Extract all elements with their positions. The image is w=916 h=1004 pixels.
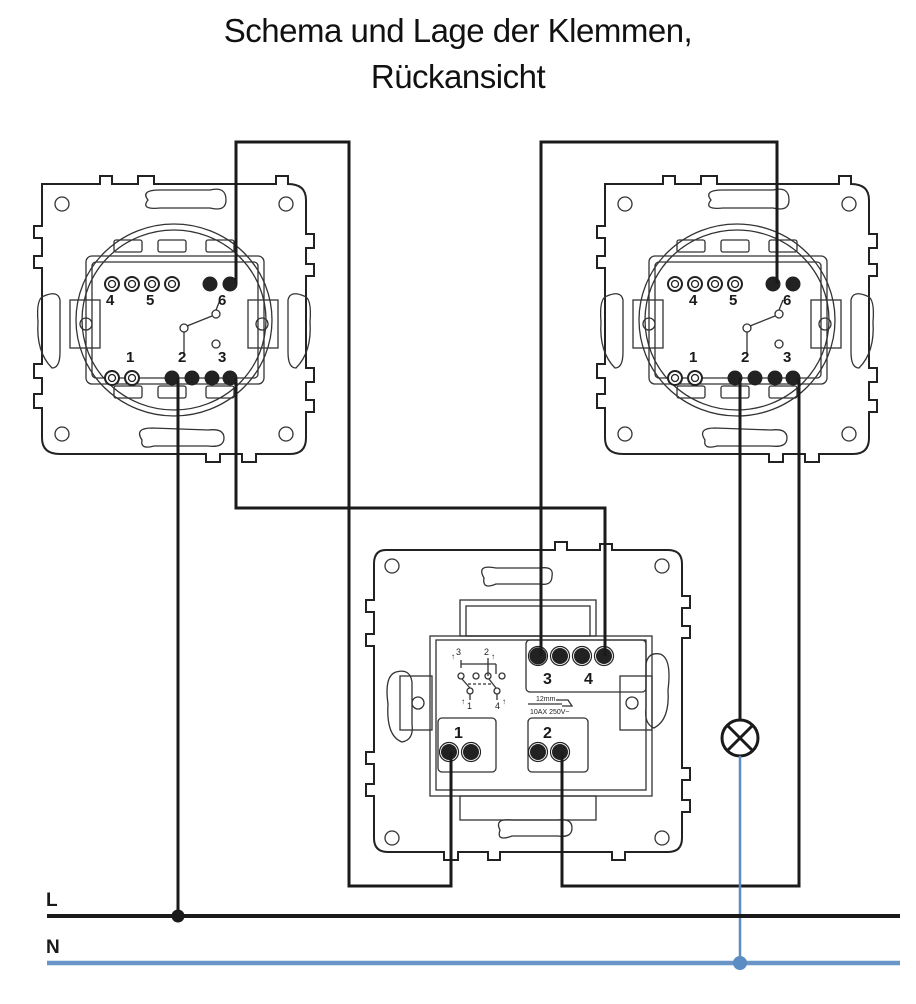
right-two-way-switch: 4 5 6 1 2 3 <box>596 175 878 463</box>
terminal-label-3: 3 <box>218 349 226 366</box>
terminal-label-5: 5 <box>729 292 737 309</box>
diagram-title-line-1: Schema und Lage der Klemmen, <box>223 12 693 49</box>
terminal-label-2: 2 <box>741 349 749 366</box>
lamp-symbol <box>720 718 760 758</box>
svg-text:↑: ↑ <box>461 697 465 706</box>
wires <box>176 140 801 916</box>
junction-dot-N <box>733 956 747 970</box>
terminal-label-1: 1 <box>689 349 697 366</box>
terminal-label-1: 1 <box>454 725 463 742</box>
junction-dot-L <box>171 909 185 923</box>
terminal-label-6: 6 <box>218 292 226 309</box>
svg-text:↑: ↑ <box>451 652 455 661</box>
terminal-label-2: 2 <box>543 725 552 742</box>
wire-right-3-to-center-2 <box>560 378 801 888</box>
terminal-label-6: 6 <box>783 292 791 309</box>
svg-text:2: 2 <box>484 647 489 657</box>
svg-text:1: 1 <box>467 701 472 711</box>
svg-text:3: 3 <box>456 647 461 657</box>
wire-left-6-to-center-4 <box>234 140 453 888</box>
rating-label: 10AX 250V~ <box>530 709 570 716</box>
center-cross-switch: 3 4 1 2 ↑ 3 2 ↑ ↑ 1 4 ↑ <box>365 541 691 861</box>
diagram-title-line-2: Rückansicht <box>370 58 546 95</box>
terminal-label-5: 5 <box>146 292 154 309</box>
terminal-label-2: 2 <box>178 349 186 366</box>
wire-left-3-to-center-4 <box>234 378 607 656</box>
terminal-label-3: 3 <box>543 671 552 688</box>
svg-text:↑: ↑ <box>491 652 495 661</box>
cross-switch-symbol: ↑ 3 2 ↑ ↑ 1 4 ↑ <box>451 647 506 711</box>
terminal-label-4: 4 <box>106 292 115 309</box>
bus-lines: L N <box>46 890 900 970</box>
terminal-label-1: 1 <box>126 349 134 366</box>
terminal-label-3: 3 <box>783 349 791 366</box>
left-two-way-switch: 4 5 6 1 2 3 <box>33 175 315 463</box>
strip-length-label: 12mm <box>536 696 556 703</box>
svg-text:4: 4 <box>495 701 500 711</box>
terminal-label-4: 4 <box>689 292 698 309</box>
svg-text:↑: ↑ <box>502 697 506 706</box>
bus-label-L: L <box>46 890 58 911</box>
wire-right-6-to-center-3 <box>539 140 779 656</box>
bus-label-N: N <box>46 937 60 958</box>
terminal-label-4: 4 <box>584 671 593 688</box>
